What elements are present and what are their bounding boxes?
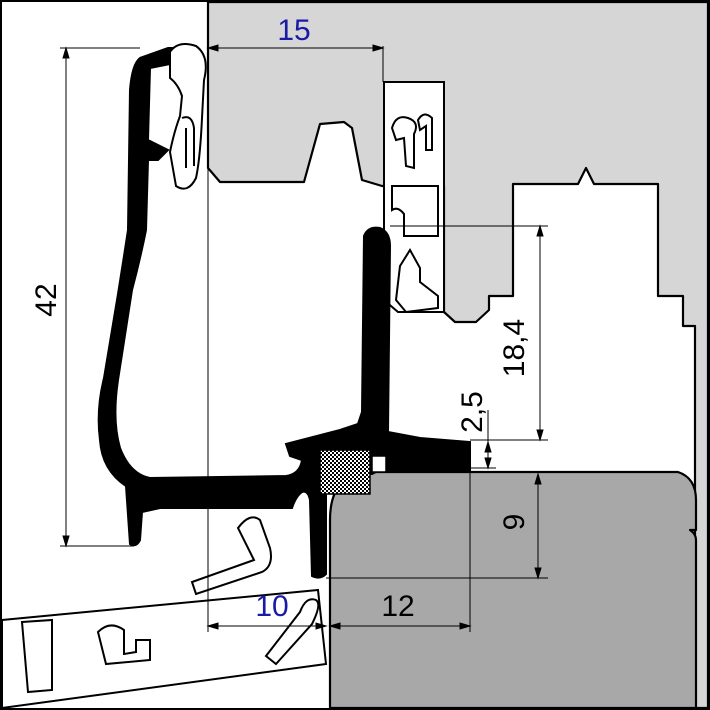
profile-hollow bbox=[152, 78, 166, 126]
sealant-foam bbox=[319, 449, 371, 495]
dim-label-10: 10 bbox=[255, 590, 288, 623]
drip-lip bbox=[264, 598, 320, 666]
dimension-lines bbox=[60, 44, 548, 632]
sill-cover-detail bbox=[20, 618, 151, 694]
dim-label-42: 42 bbox=[30, 283, 63, 316]
dim-label-2-5: 2,5 bbox=[456, 391, 489, 433]
dim-label-12: 12 bbox=[381, 590, 414, 623]
sealant-strip bbox=[371, 455, 387, 473]
weather-seal bbox=[190, 516, 272, 596]
dim-label-18-4: 18,4 bbox=[498, 319, 531, 377]
dim-label-9: 9 bbox=[498, 514, 531, 531]
glazing-gasket-inner bbox=[181, 116, 195, 168]
frame-gasket bbox=[390, 113, 439, 314]
window-frame bbox=[206, 0, 710, 710]
dim-label-15: 15 bbox=[277, 14, 310, 47]
